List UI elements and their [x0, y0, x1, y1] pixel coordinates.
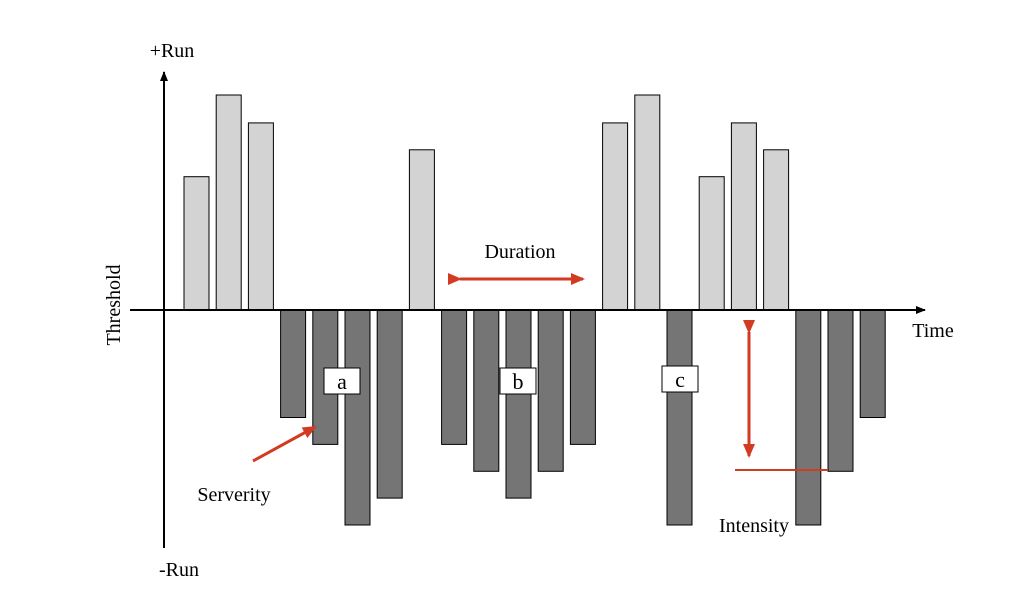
threshold-label: Threshold: [103, 264, 125, 345]
bar-negative-20: [795, 309, 822, 526]
bar-negative-13: [569, 309, 596, 445]
severity-label: Serverity: [197, 484, 270, 506]
bar-negative-16: [666, 309, 693, 526]
bar-positive-2: [215, 94, 242, 311]
bar-negative-11: [505, 309, 532, 499]
time-label: Time: [912, 320, 954, 342]
bar-positive-3: [247, 122, 274, 311]
run-box-c-label: c: [675, 367, 685, 392]
bar-negative-10: [473, 309, 500, 472]
run-box-b: b: [499, 367, 537, 395]
bar-positive-1: [183, 176, 210, 311]
bar-negative-21: [827, 309, 854, 472]
bar-negative-9: [441, 309, 468, 445]
bar-positive-14: [602, 122, 629, 311]
bar-negative-22: [859, 309, 886, 418]
bar-negative-7: [376, 309, 403, 499]
bars-group: [183, 94, 886, 526]
bar-negative-6: [344, 309, 371, 526]
run-box-c: c: [661, 365, 699, 393]
run-box-b-label: b: [513, 369, 524, 394]
run-box-a: a: [323, 367, 361, 395]
run-box-a-label: a: [337, 369, 347, 394]
intensity-label: Intensity: [719, 515, 789, 537]
bar-positive-8: [408, 149, 435, 311]
duration-label: Duration: [484, 241, 555, 263]
bar-negative-12: [537, 309, 564, 472]
bar-positive-18: [730, 122, 757, 311]
y-top-label: +Run: [150, 40, 195, 62]
bar-positive-19: [763, 149, 790, 311]
bar-negative-4: [280, 309, 307, 418]
severity-arrow: [252, 425, 317, 463]
bar-positive-17: [698, 176, 725, 311]
bar-positive-15: [634, 94, 661, 311]
y-bottom-label: -Run: [159, 559, 199, 581]
